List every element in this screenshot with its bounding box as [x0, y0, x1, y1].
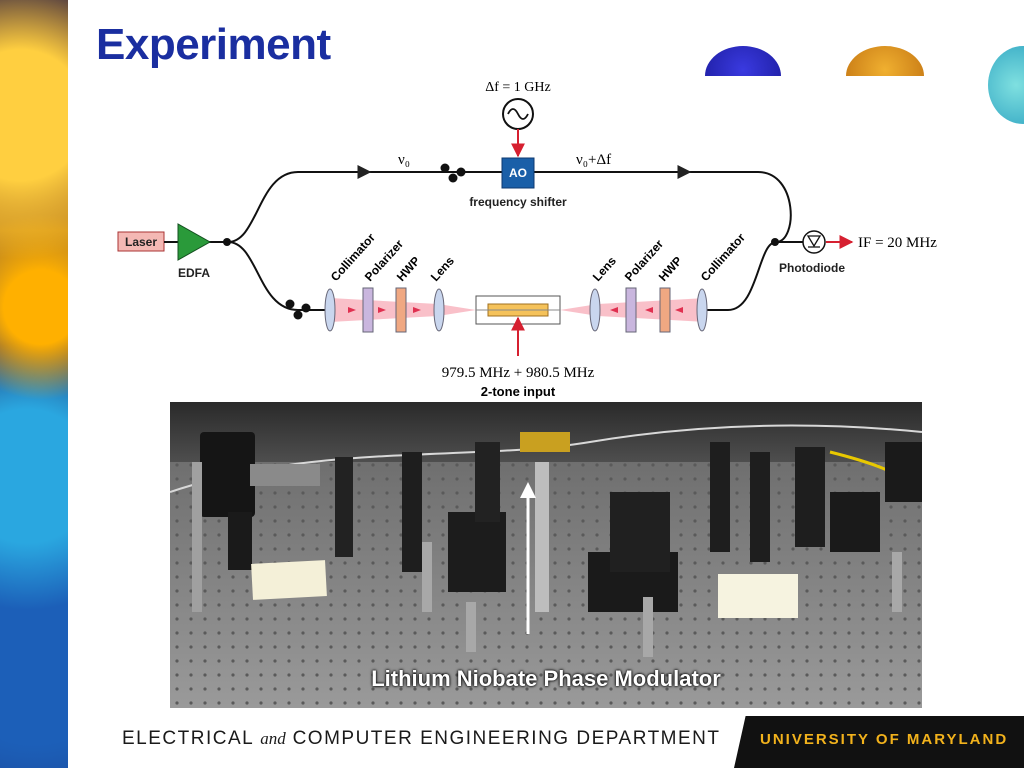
edfa-amplifier	[177, 223, 212, 261]
slide-title: Experiment	[96, 20, 331, 69]
polarization-controller-lower	[285, 299, 311, 320]
photo-caption: Lithium Niobate Phase Modulator	[371, 666, 721, 691]
rf-source-label: Δf = 1 GHz	[485, 80, 551, 95]
university-name: UNIVERSITY OF MARYLAND	[760, 731, 1009, 748]
left-hwp	[395, 287, 407, 333]
upper-frequency-label: ν₀	[398, 152, 410, 168]
left-collimator	[324, 288, 336, 332]
left-polarizer	[362, 287, 374, 333]
left-component-label: HWP	[394, 254, 423, 284]
optical-setup-diagram: Δf = 1 GHz AO frequency shifter ν₀ ν₀+Δf…	[117, 80, 937, 399]
university-banner: UNIVERSITY OF MARYLAND	[734, 716, 1024, 768]
right-polarizer	[625, 287, 637, 333]
input-caption: 2-tone input	[481, 384, 556, 399]
right-collimator	[696, 288, 708, 332]
edfa-label: EDFA	[178, 266, 210, 280]
left-component-label: Lens	[428, 254, 457, 284]
polarization-controller-upper	[440, 163, 466, 183]
lower-fiber-path	[227, 241, 326, 311]
right-component-label: Lens	[590, 254, 619, 284]
lower-fiber-return	[706, 241, 777, 311]
decorative-circle-teal	[988, 46, 1024, 124]
right-hwp	[659, 287, 671, 333]
left-lens	[433, 288, 445, 332]
shifted-frequency-label: ν₀+Δf	[576, 152, 611, 168]
photodiode-icon	[802, 230, 826, 254]
right-lens	[589, 288, 601, 332]
decorative-side-strip	[0, 0, 68, 768]
laser-label: Laser	[125, 235, 157, 249]
input-frequency-label: 979.5 MHz + 980.5 MHz	[442, 365, 595, 381]
ao-caption: frequency shifter	[469, 195, 567, 209]
right-component-label: HWP	[656, 254, 685, 284]
svg-text:AO: AO	[509, 166, 527, 180]
if-frequency-label: IF = 20 MHz	[858, 235, 937, 251]
setup-photo: Lithium Niobate Phase Modulator	[170, 402, 922, 708]
photodiode-label: Photodiode	[779, 261, 845, 275]
right-component-label: Collimator	[698, 230, 748, 284]
department-footer: ELECTRICAL and COMPUTER ENGINEERING DEPA…	[122, 728, 721, 749]
ao-frequency-shifter	[501, 157, 535, 189]
